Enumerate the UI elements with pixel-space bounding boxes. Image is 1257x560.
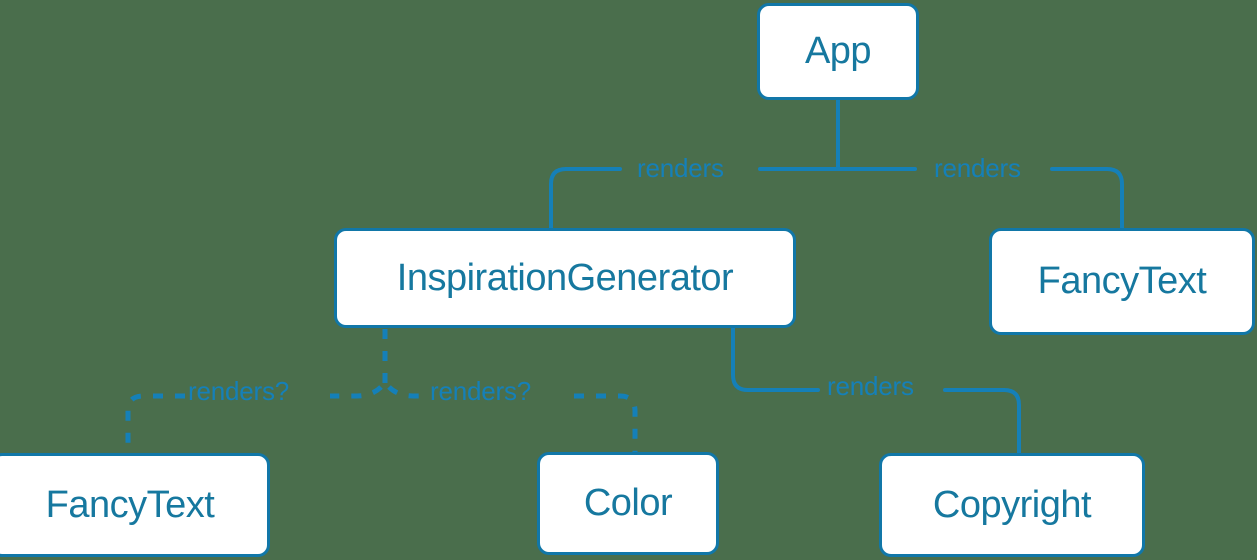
edge-label-app-to-inspirationgenerator: renders [637, 153, 724, 183]
edge-inspirationgenerator-to-copyright [731, 327, 1021, 455]
node-fancytext-right-label: FancyText [1037, 260, 1207, 302]
edge-app-to-inspirationgenerator [549, 167, 840, 230]
edge-inspirationgenerator-to-fancytext [125, 385, 383, 453]
node-app[interactable]: App [757, 3, 919, 100]
node-color-label: Color [583, 482, 673, 524]
node-fancytext-left[interactable]: FancyText [0, 453, 270, 557]
edge-app-to-fancytext [836, 167, 1124, 230]
node-fancytext-left-label: FancyText [45, 483, 215, 526]
node-copyright[interactable]: Copyright [879, 453, 1145, 557]
node-color[interactable]: Color [537, 452, 719, 555]
edge-label-app-to-fancytext: renders [934, 153, 1021, 183]
edge-label-inspirationgenerator-to-fancytext: renders? [188, 376, 290, 406]
node-inspirationgenerator[interactable]: InspirationGenerator [334, 228, 796, 328]
edge-label-inspirationgenerator-to-color: renders? [430, 376, 532, 406]
node-copyright-label: Copyright [932, 483, 1092, 526]
edge-label-inspirationgenerator-to-copyright: renders [827, 371, 914, 401]
edge-inspirationgenerator-to-color [387, 385, 638, 452]
node-fancytext-right[interactable]: FancyText [989, 228, 1255, 335]
node-inspirationgenerator-label: InspirationGenerator [396, 256, 734, 299]
node-app-label: App [804, 30, 872, 72]
